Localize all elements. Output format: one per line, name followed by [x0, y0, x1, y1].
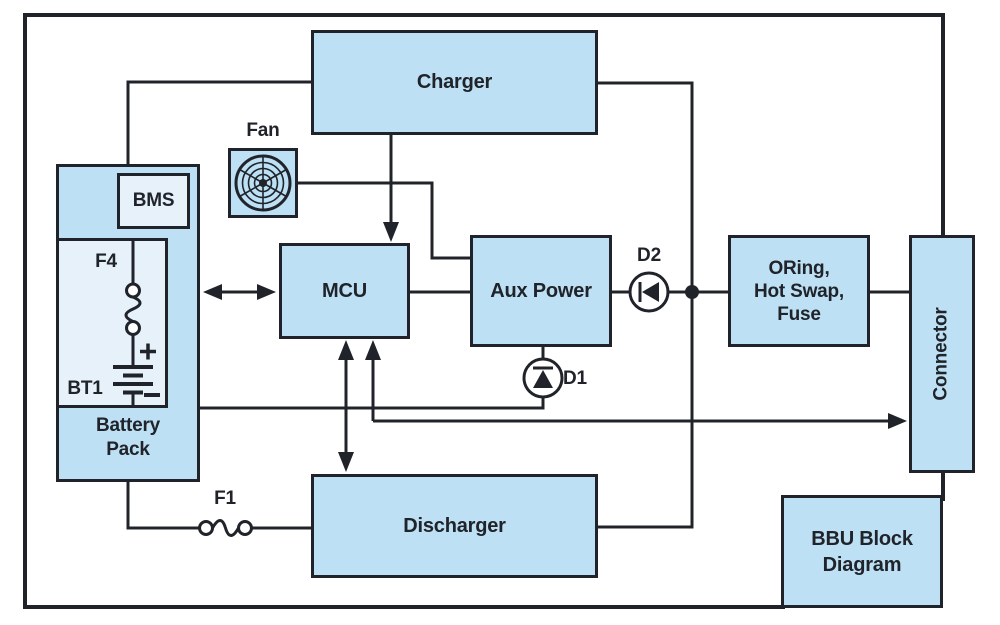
battery-pack-label: Battery Pack: [58, 414, 198, 462]
fan-block: [228, 148, 298, 218]
oring-label-line3: Fuse: [777, 303, 821, 325]
wire-battery-pack-to-f1: [126, 480, 200, 530]
discharger-block: Discharger: [311, 474, 598, 578]
discharger-label: Discharger: [403, 514, 506, 537]
wire-charger-to-battery-pack: [126, 80, 311, 167]
battery-cell-block: [56, 238, 168, 408]
wire-fan-to-aux-power: [298, 181, 470, 260]
caption-line1: BBU Block: [811, 527, 913, 550]
mcu-label: MCU: [322, 279, 367, 302]
diagram-caption-block: BBU Block Diagram: [781, 495, 943, 608]
charger-label: Charger: [416, 71, 493, 93]
arrow-battery-pack-mcu: [203, 284, 276, 300]
oring-hotswap-fuse-block: ORing, Hot Swap, Fuse: [728, 235, 870, 347]
aux-power-block: Aux Power: [470, 235, 612, 347]
oring-label-line1: ORing,: [768, 257, 830, 279]
caption-line2: Diagram: [822, 553, 902, 576]
arrow-mcu-discharger: [338, 340, 354, 472]
battery-pack-label-line1: Battery: [95, 415, 161, 436]
d1-label: D1: [563, 368, 587, 389]
battery-pack-label-line2: Pack: [106, 439, 150, 460]
f1-label: F1: [214, 488, 236, 509]
fan-label: Fan: [246, 120, 280, 141]
wire-battery-to-d1: [197, 397, 545, 410]
connector-block: Connector: [909, 235, 975, 473]
aux-power-label: Aux Power: [490, 279, 592, 302]
f4-label: F4: [95, 251, 117, 272]
connector-label: Connector: [931, 307, 953, 401]
enclosure-frame: [23, 13, 945, 609]
bt1-label: BT1: [67, 378, 103, 399]
arrow-charger-to-mcu: [383, 135, 399, 242]
wire-charger-bus-to-discharger: [598, 81, 694, 529]
charger-block: Charger: [311, 30, 598, 135]
bms-block: BMS: [117, 173, 190, 229]
arrow-mcu-connector: [365, 340, 907, 429]
d2-label: D2: [637, 245, 661, 266]
mcu-block: MCU: [279, 243, 410, 339]
oring-label-line2: Hot Swap,: [753, 280, 845, 302]
bms-label: BMS: [132, 190, 175, 211]
